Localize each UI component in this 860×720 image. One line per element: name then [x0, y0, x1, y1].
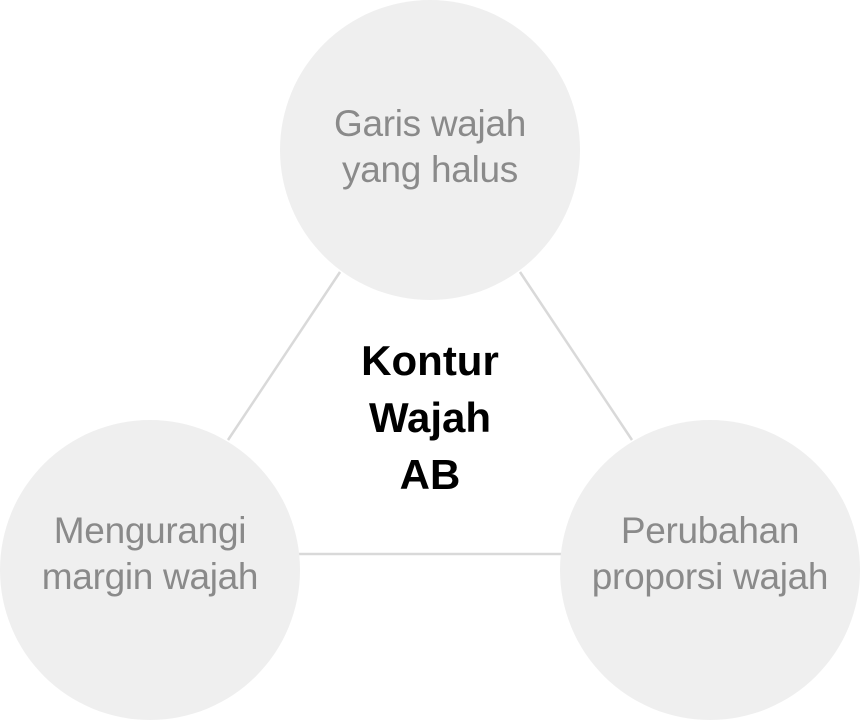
node-top-label: Garis wajah yang halus	[333, 103, 527, 190]
connector-top-to-right	[518, 271, 634, 441]
node-bottom-left-label: Mengurangi margin wajah	[41, 510, 259, 597]
node-top-circle: Garis wajah yang halus	[280, 0, 580, 300]
node-bottom-left-circle: Mengurangi margin wajah	[0, 420, 300, 720]
center-title: Kontur Wajah AB	[361, 337, 499, 498]
connector-top-to-left	[226, 271, 342, 441]
node-bottom-right-label: Perubahan proporsi wajah	[591, 510, 829, 597]
node-bottom-right-circle: Perubahan proporsi wajah	[560, 420, 860, 720]
